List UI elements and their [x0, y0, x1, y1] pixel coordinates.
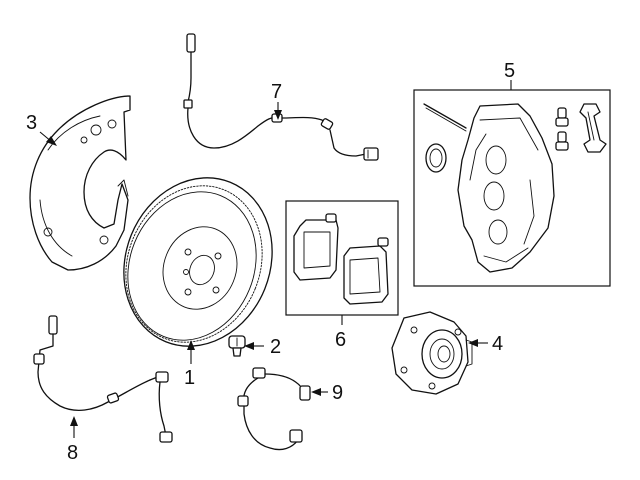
brake-rotor: [123, 177, 273, 347]
callout-4: 4: [492, 333, 503, 355]
wear-sensor-upper: [183, 33, 379, 161]
callout-6: 6: [335, 329, 346, 351]
callout-5: 5: [504, 60, 515, 82]
callout-9: 9: [332, 382, 343, 404]
callout-3: 3: [26, 112, 37, 134]
caliper-kit: [413, 89, 611, 287]
abs-sensor-center: [237, 367, 311, 451]
callout-labels: 1 2 3 4 5 6 7 8 9: [26, 60, 515, 464]
callout-1: 1: [184, 367, 195, 389]
brake-pads: [285, 200, 399, 316]
callout-7: 7: [271, 81, 282, 103]
callout-8: 8: [67, 442, 78, 464]
wheel-hub: [391, 311, 473, 395]
callout-leaders: [39, 80, 512, 438]
caliper-box: [413, 89, 611, 287]
splash-shield: [29, 95, 131, 271]
callout-2: 2: [270, 336, 281, 358]
rotor-screw: [228, 335, 246, 357]
abs-sensor-lower: [33, 315, 173, 443]
